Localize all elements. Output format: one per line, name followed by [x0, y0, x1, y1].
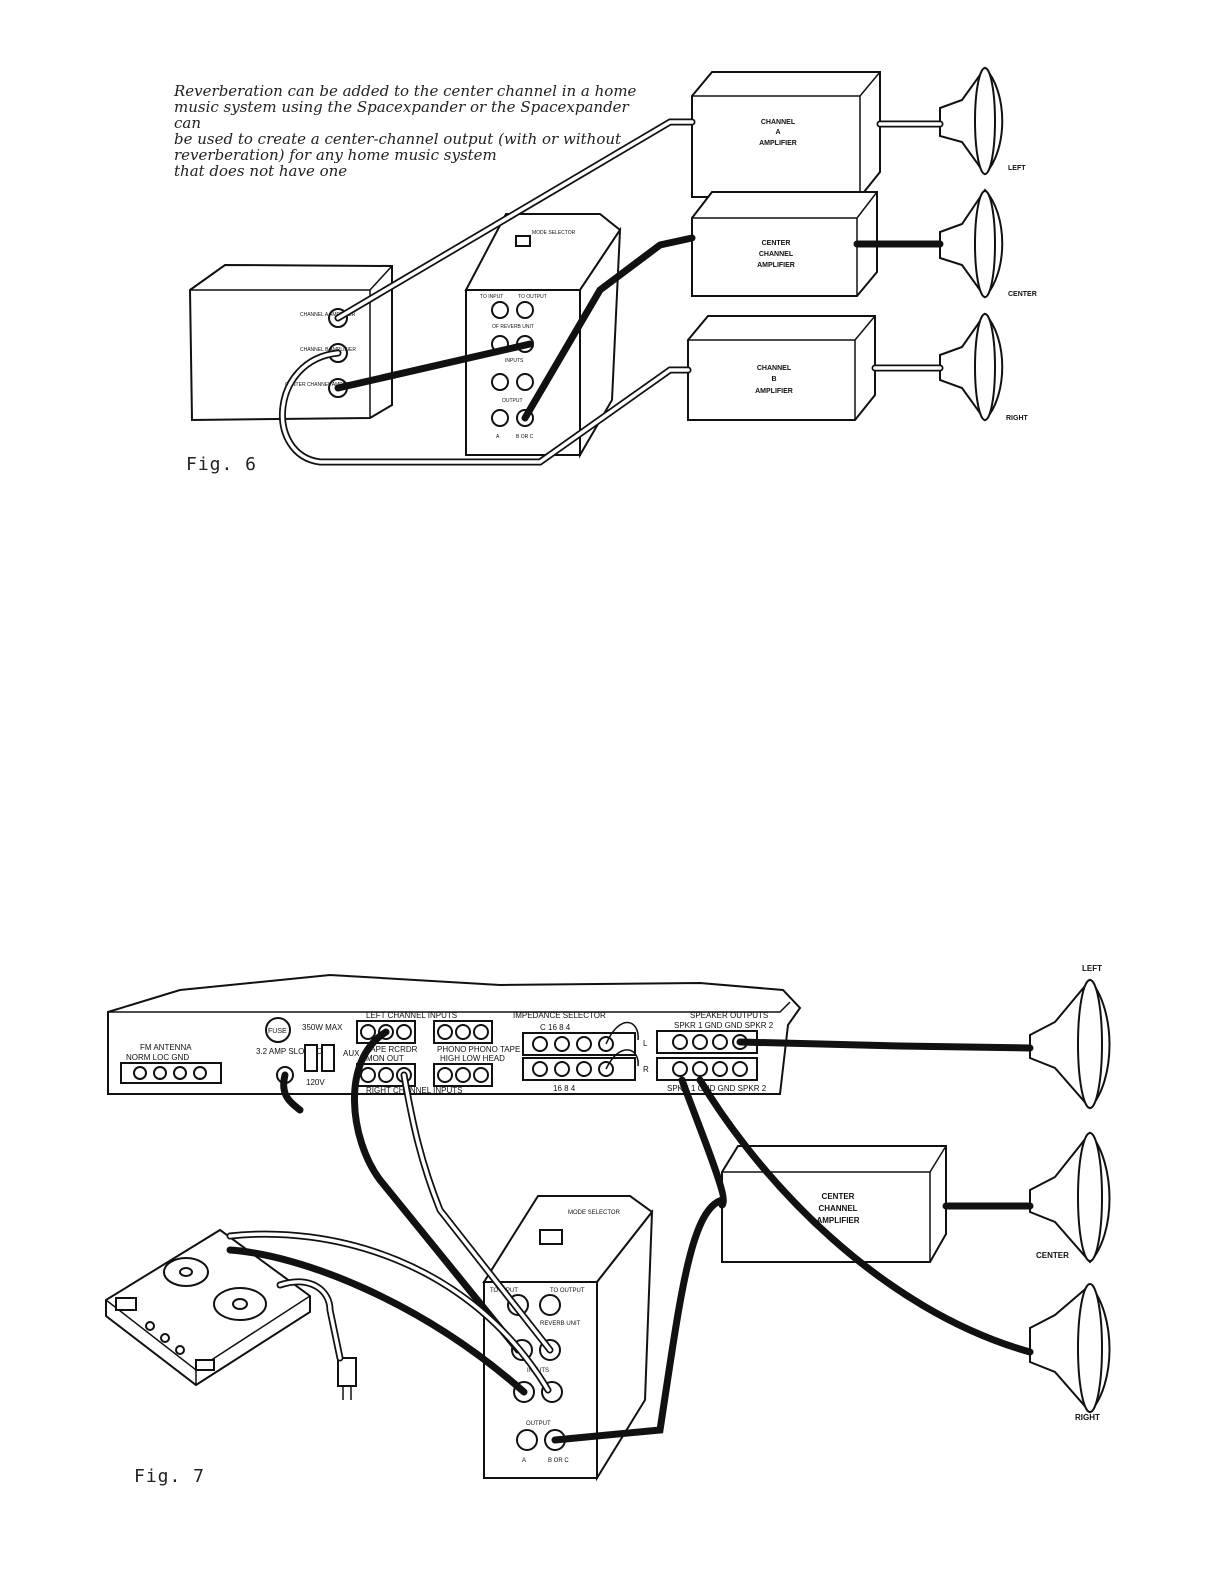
- fig6-mode-selector-label: MODE SELECTOR: [532, 230, 576, 236]
- impedance-values-bottom: 16 8 4: [553, 1084, 576, 1093]
- impedance-selector-label: IMPEDANCE SELECTOR: [513, 1011, 606, 1020]
- tape-plug: [337, 1357, 357, 1400]
- fig7-spacexpander-unit: MODE SELECTOR TO INPUT TO OUTPUT REVERB …: [482, 1195, 654, 1482]
- fig6-output-label: OUTPUT: [502, 398, 523, 404]
- fig6-diagram: CHANNEL A AMPLIFIER CHANNEL B AMPLIFIER …: [188, 66, 1037, 466]
- fig7-amp-center: CENTER CHANNEL AMPLIFIER: [721, 1145, 947, 1263]
- fig6-amp-a: CHANNEL A AMPLIFIER: [691, 71, 881, 198]
- fig7-mode-selector-label: MODE SELECTOR: [568, 1210, 621, 1216]
- fm-antenna-label: FM ANTENNA: [140, 1043, 192, 1052]
- fig6-reverb-label: OF REVERB UNIT: [492, 324, 534, 330]
- tape-rcrdr-label: TAPE RCRDR: [366, 1045, 418, 1054]
- fig6-label: Fig. 6: [186, 454, 258, 475]
- fig7-cables: [226, 1028, 1034, 1444]
- fig7-right-label: RIGHT: [1075, 1413, 1100, 1422]
- fuse-holder: [265, 1017, 291, 1043]
- amp-a-line2: A: [775, 129, 780, 136]
- fig6-right-label: RIGHT: [1006, 415, 1029, 422]
- amp-c-line3: AMPLIFIER: [757, 262, 795, 269]
- fig7-speaker-left: LEFT: [1029, 964, 1111, 1110]
- r-label: R: [643, 1065, 649, 1074]
- amp-b-line1: CHANNEL: [757, 365, 792, 372]
- fig6-amp-b: CHANNEL B AMPLIFIER: [687, 315, 876, 421]
- f7-amp-line2: CHANNEL: [818, 1204, 857, 1213]
- spkr-terminals-top: SPKR 1 GND GND SPKR 2: [674, 1021, 774, 1030]
- max-power-label: 350W MAX: [302, 1023, 343, 1032]
- fig7-speaker-right: RIGHT: [1029, 1283, 1111, 1422]
- amp-c-line1: CENTER: [762, 240, 791, 247]
- fig7-output-label: OUTPUT: [526, 1421, 551, 1427]
- f7-amp-line3: AMPLIFIER: [816, 1216, 859, 1225]
- caption-line-5: that does not have one: [174, 162, 348, 180]
- src-label-a: CHANNEL A AMPLIFIER: [300, 312, 356, 318]
- fig6-center-label: CENTER: [1008, 291, 1037, 298]
- fig7-left-label: LEFT: [1082, 964, 1102, 973]
- src-label-b: CHANNEL B AMPLIFIER: [300, 347, 356, 353]
- fig6-speaker-center: CENTER: [939, 188, 1037, 299]
- fig7-borc-label: B OR C: [548, 1458, 569, 1464]
- fig7-diagram: FM ANTENNA NORM LOC GND FUSE 350W MAX 3.…: [105, 964, 1111, 1482]
- caption-line-2: music system using the Spacexpander or t…: [174, 98, 629, 132]
- fig7-label: Fig. 7: [134, 1466, 206, 1487]
- fig6-borc-label: B OR C: [516, 434, 534, 440]
- fig6-speaker-left: LEFT: [939, 66, 1026, 176]
- fig6-caption: Reverberation can be added to the center…: [174, 83, 654, 179]
- left-inputs-label: LEFT CHANNEL INPUTS: [366, 1011, 457, 1020]
- speaker-outputs-label: SPEAKER OUTPUTS: [690, 1011, 768, 1020]
- amp-a-line1: CHANNEL: [761, 119, 796, 126]
- spkr-terminals-bottom: SPKR 1 GND GND SPKR 2: [667, 1084, 767, 1093]
- caption-line-3: be used to create a center-channel outpu…: [174, 130, 622, 148]
- fig7-a-label: A: [522, 1458, 526, 1464]
- fig6-left-label: LEFT: [1008, 165, 1026, 172]
- aux-label: AUX: [343, 1049, 360, 1058]
- right-inputs-label: RIGHT CHANNEL INPUTS: [366, 1086, 462, 1095]
- amp-c-line2: CHANNEL: [759, 251, 794, 258]
- src-label-c: CENTER CHANNEL AMPLIFIER: [285, 382, 359, 388]
- fig7-center-label: CENTER: [1036, 1251, 1069, 1260]
- fig7-mode-switch: [539, 1229, 563, 1245]
- caption-line-4: reverberation) for any home music system: [174, 146, 497, 164]
- phono-tape-label: PHONO PHONO TAPE: [437, 1045, 520, 1054]
- fig6-to-output: TO OUTPUT: [518, 294, 547, 300]
- fuse-label: FUSE: [268, 1028, 287, 1035]
- caption-line-1: Reverberation can be added to the center…: [174, 82, 637, 100]
- mon-out-label: MON OUT: [366, 1054, 404, 1063]
- fig7-reverb-label: REVERB UNIT: [540, 1321, 581, 1327]
- l-label: L: [643, 1039, 648, 1048]
- fig7-to-output: TO OUTPUT: [550, 1288, 585, 1294]
- fig7-receiver: FM ANTENNA NORM LOC GND FUSE 350W MAX 3.…: [107, 973, 802, 1095]
- tape-recorder: [105, 1228, 311, 1387]
- impedance-values-top: C 16 8 4: [540, 1023, 571, 1032]
- fig6-amp-center: CENTER CHANNEL AMPLIFIER: [691, 191, 878, 297]
- fig6-a-label: A: [496, 434, 500, 440]
- fig6-source-amplifier: CHANNEL A AMPLIFIER CHANNEL B AMPLIFIER …: [188, 263, 393, 422]
- fig6-cables: [279, 118, 944, 466]
- fig6-mode-switch: [515, 235, 531, 247]
- amp-a-line3: AMPLIFIER: [759, 140, 797, 147]
- amp-b-line3: AMPLIFIER: [755, 388, 793, 395]
- fig6-to-input: TO INPUT: [480, 294, 503, 300]
- voltage-label: 120V: [306, 1078, 325, 1087]
- fm-terminals-label: NORM LOC GND: [126, 1053, 189, 1062]
- fig6-inputs-label: INPUTS: [505, 358, 524, 364]
- amp-b-line2: B: [771, 376, 776, 383]
- fig6-speaker-right: RIGHT: [939, 312, 1029, 422]
- fig7-speaker-center: CENTER: [1029, 1131, 1111, 1264]
- f7-amp-line1: CENTER: [822, 1192, 855, 1201]
- high-low-head-label: HIGH LOW HEAD: [440, 1054, 505, 1063]
- amp-rating-label: 3.2 AMP SLO BLO: [256, 1047, 323, 1056]
